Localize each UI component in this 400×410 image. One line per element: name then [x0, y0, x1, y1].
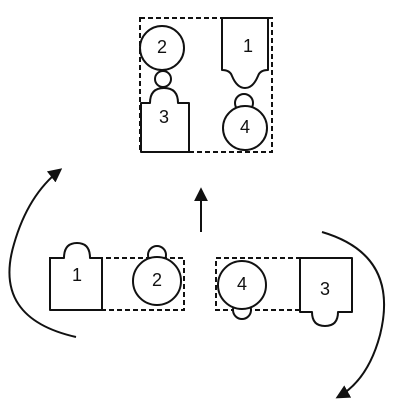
- piece-2-tab: [154, 70, 172, 88]
- piece-3-label: 3: [159, 107, 169, 127]
- piece-1b-label: 1: [72, 265, 82, 285]
- piece-4-body: [222, 105, 268, 151]
- bottom-right-group: 4 3: [215, 257, 353, 327]
- piece-3-shape: [140, 87, 190, 153]
- bottom-left-group: 1 2: [49, 242, 185, 311]
- left-curved-arrow: [8, 168, 77, 338]
- piece-2b-label: 2: [152, 270, 162, 290]
- piece-4-label: 4: [240, 117, 250, 137]
- top-assembled-group: 2 1 3 4: [139, 17, 273, 153]
- piece-2-label: 2: [157, 37, 167, 57]
- bottom-left-piece-2: 2: [132, 245, 182, 306]
- piece-2-body: [139, 25, 185, 71]
- piece-2b-body: [132, 256, 182, 306]
- top-piece-2: 2: [139, 25, 185, 88]
- piece-3b-label: 3: [320, 279, 330, 299]
- bottom-right-piece-4: 4: [217, 260, 267, 320]
- bottom-right-piece-3: 3: [299, 257, 353, 327]
- piece-4b-label: 4: [237, 274, 247, 294]
- top-piece-3: 3: [140, 87, 190, 153]
- bottom-left-piece-1: 1: [49, 242, 103, 311]
- piece-1-shape: [221, 17, 269, 89]
- piece-1b-shape: [49, 242, 103, 311]
- top-piece-4: 4: [222, 93, 268, 151]
- right-curved-arrow: [321, 231, 386, 399]
- piece-1-label: 1: [243, 36, 253, 56]
- top-piece-1: 1: [221, 17, 269, 89]
- piece-3b-shape: [299, 257, 353, 327]
- top-dashed-frame: [139, 17, 273, 153]
- piece-4b-body: [217, 260, 267, 310]
